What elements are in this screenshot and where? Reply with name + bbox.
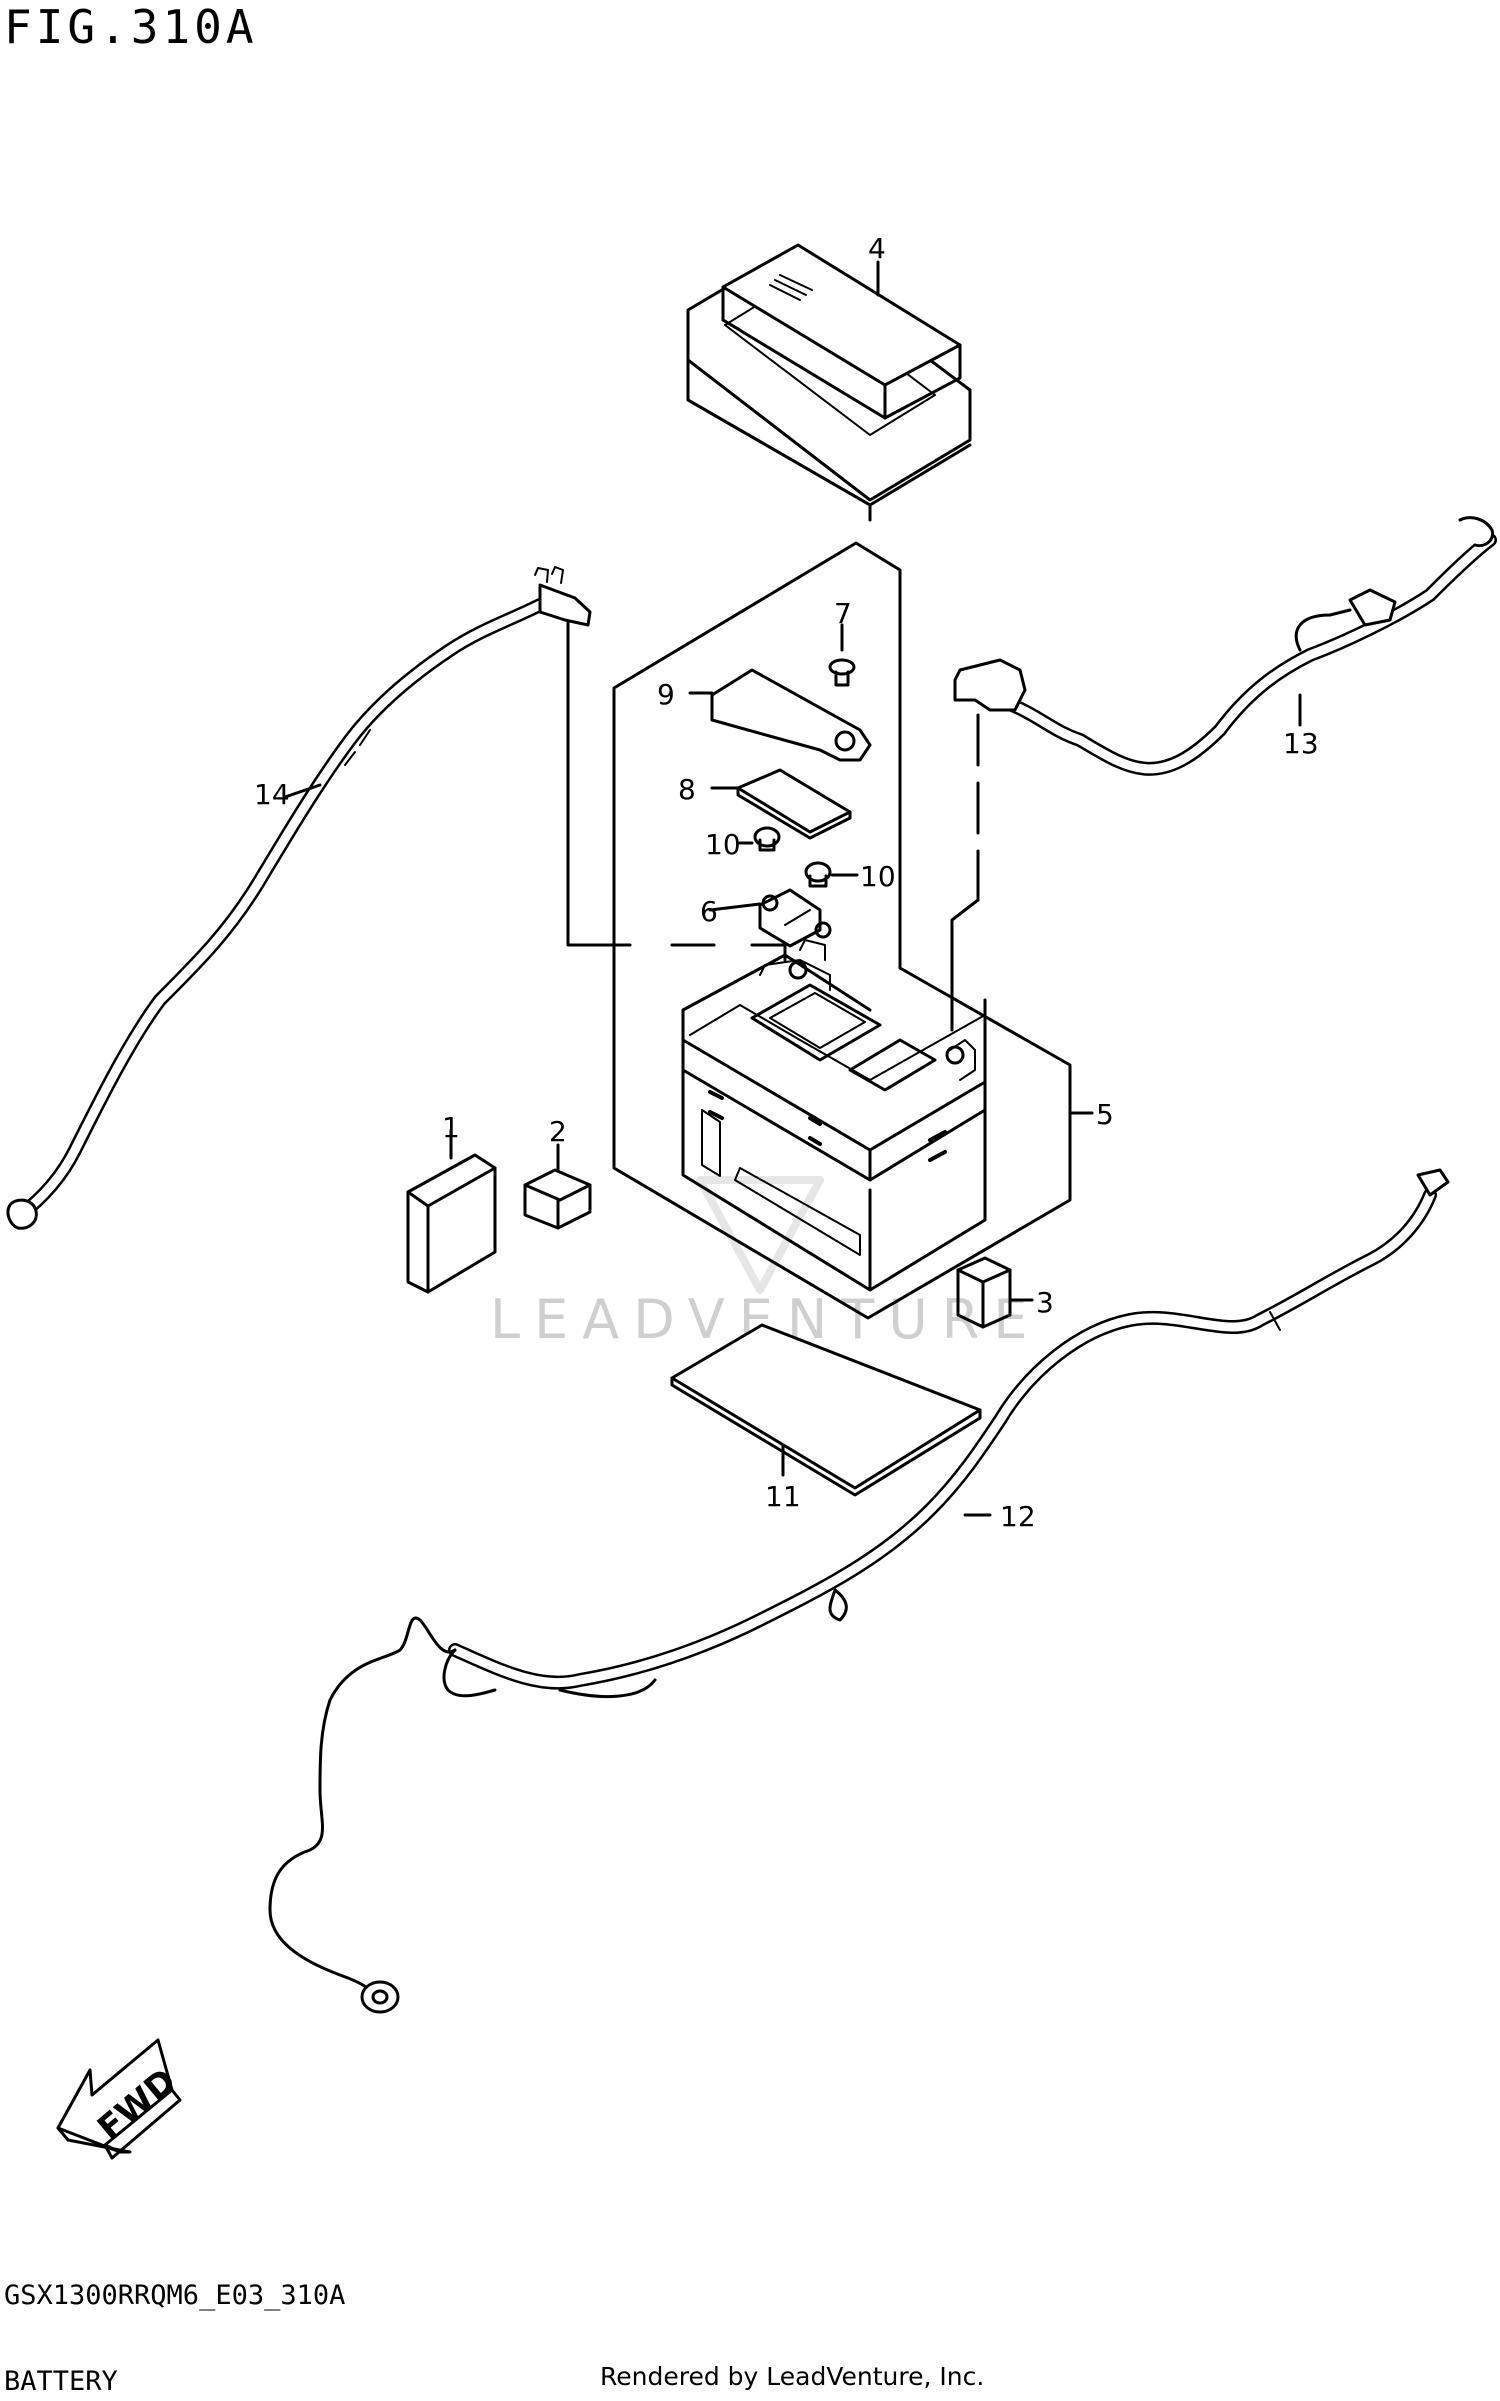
callout-10-left: 10 (705, 828, 741, 861)
bolt-part-10-a (738, 826, 781, 852)
section-name: BATTERY (4, 2366, 118, 2397)
callout-12: 12 (1000, 1500, 1036, 1533)
callout-9: 9 (657, 678, 675, 711)
dashed-leader-13 (950, 713, 980, 1032)
battery-assembly-outline-part-5 (612, 541, 1072, 1320)
cushion-part-2 (523, 1143, 592, 1230)
callout-4: 4 (868, 232, 886, 265)
callout-14: 14 (254, 778, 290, 811)
render-credit: Rendered by LeadVenture, Inc. (600, 2362, 985, 2391)
screw-part-7 (828, 623, 856, 687)
wiring-harness-part-12 (268, 1168, 1450, 2014)
diagram-code: GSX1300RRQM6_E03_310A (4, 2280, 346, 2311)
label-sheet-part-11 (670, 1323, 982, 1497)
callout-5: 5 (1096, 1098, 1114, 1131)
callout-13: 13 (1283, 727, 1319, 760)
callout-11: 11 (765, 1480, 801, 1513)
callout-2: 2 (549, 1115, 567, 1148)
bolt-part-10-b (804, 861, 859, 888)
fwd-direction-arrow: FWD (56, 2038, 184, 2160)
insulator-part-8 (710, 768, 852, 840)
callout-8: 8 (678, 773, 696, 806)
terminal-cover-part-9 (688, 668, 872, 762)
cushion-part-3 (956, 1256, 1034, 1329)
battery-body (681, 939, 987, 1292)
battery-cable-part-13 (953, 516, 1497, 776)
spacer-pad-part-1 (406, 1128, 497, 1294)
figure-title: FIG.310A (4, 0, 258, 54)
callout-10-right: 10 (860, 860, 896, 893)
dashed-leader-14 (566, 598, 787, 962)
callout-6: 6 (700, 895, 718, 928)
callout-1: 1 (442, 1111, 460, 1144)
battery-cover-part-4 (686, 243, 972, 522)
callout-7: 7 (834, 597, 852, 630)
terminal-bolt-part-6 (708, 888, 832, 948)
callout-3: 3 (1036, 1286, 1054, 1319)
battery-cable-part-14 (6, 566, 592, 1230)
